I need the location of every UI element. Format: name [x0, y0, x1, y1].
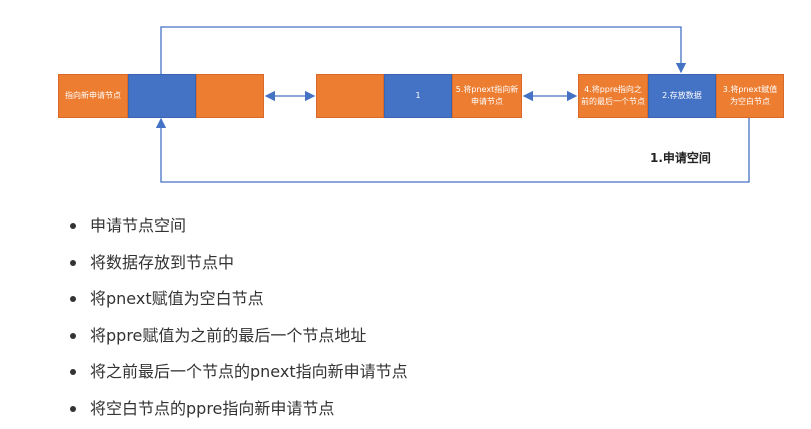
bullet-icon [70, 405, 76, 412]
node-new-next-label: 3.将pnext赋值为空白节点 [722, 85, 778, 106]
step-text: 将ppre赋值为之前的最后一个节点地址 [90, 325, 367, 345]
node-new-prev-cell: 4.将ppre指向之前的最后一个节点 [578, 74, 648, 118]
node-left-next-cell [196, 74, 264, 118]
node-left-prev-cell: 指向新申请节点 [58, 74, 128, 118]
node-new-data-label: 2.存放数据 [662, 91, 702, 100]
list-item: 申请节点空间 [66, 208, 408, 245]
top-loop-arrow [160, 26, 687, 74]
allocate-space-caption: 1.申请空间 [650, 151, 711, 165]
list-item: 将pnext赋值为空白节点 [66, 281, 408, 318]
node-new-prev-label: 4.将ppre指向之前的最后一个节点 [581, 85, 645, 106]
list-item: 将ppre赋值为之前的最后一个节点地址 [66, 318, 408, 355]
node-left-prev-label: 指向新申请节点 [65, 91, 121, 100]
node-new-next-cell: 3.将pnext赋值为空白节点 [716, 74, 784, 118]
step-text: 申请节点空间 [90, 216, 187, 235]
linked-list-diagram: 指向新申请节点 1 5.将pnext指向新申请节点 4.将ppre指向之前的最后… [0, 0, 811, 200]
list-item: 将数据存放到节点中 [66, 245, 408, 282]
bullet-icon [70, 369, 76, 375]
step-text: 将数据存放到节点中 [90, 252, 235, 272]
bullet-icon [70, 296, 76, 302]
step-text: 将空白节点的ppre指向新申请节点 [90, 398, 335, 418]
node-left-data-cell [128, 74, 196, 118]
list-item: 将空白节点的ppre指向新申请节点 [66, 391, 408, 428]
bullet-icon [70, 259, 76, 266]
step-text: 将pnext赋值为空白节点 [90, 289, 264, 308]
node-mid-next-cell: 5.将pnext指向新申请节点 [452, 74, 522, 118]
node-mid-value: 1 [415, 91, 421, 100]
step-text: 将之前最后一个节点的pnext指向新申请节点 [90, 362, 408, 381]
node-new-data-cell: 2.存放数据 [648, 74, 716, 118]
node-mid-next-label: 5.将pnext指向新申请节点 [455, 85, 519, 106]
bullet-icon [70, 332, 76, 339]
connector-lines [155, 26, 750, 183]
node-mid-data-cell: 1 [384, 74, 452, 118]
bottom-loop-arrow [155, 117, 750, 183]
list-item: 将之前最后一个节点的pnext指向新申请节点 [66, 354, 408, 391]
node-mid-prev-cell [316, 74, 384, 118]
bullet-icon [70, 223, 76, 229]
steps-list: 申请节点空间 将数据存放到节点中 将pnext赋值为空白节点 将ppre赋值为之… [66, 208, 408, 427]
